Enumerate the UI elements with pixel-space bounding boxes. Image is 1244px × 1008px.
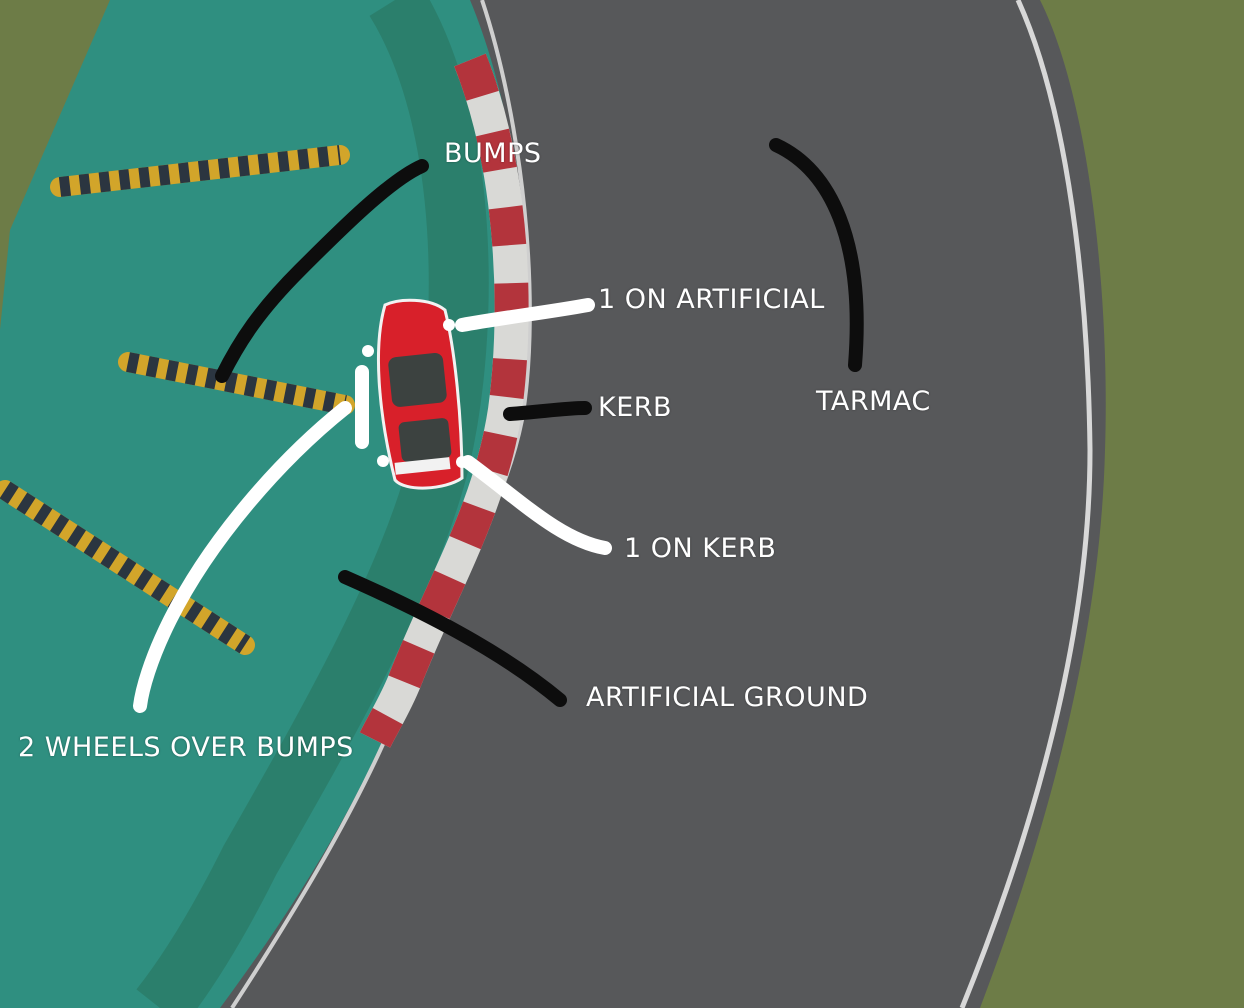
bump-strips — [0, 145, 355, 655]
white-pointer-strokes — [133, 298, 612, 713]
label-two-wheels-over-bumps: 2 WHEELS OVER BUMPS — [18, 732, 354, 763]
label-one-on-kerb: 1 ON KERB — [624, 533, 777, 564]
label-tarmac: TARMAC — [816, 386, 931, 417]
label-one-on-artificial: 1 ON ARTIFICIAL — [598, 284, 825, 315]
runoff-strip — [136, 0, 489, 1008]
artificial-ground-area — [0, 0, 528, 1008]
label-bumps: BUMPS — [444, 138, 542, 169]
tarmac-area — [220, 0, 1106, 1008]
black-pointer-strokes — [215, 138, 864, 707]
label-kerb: KERB — [598, 392, 673, 423]
label-artificial-ground: ARTIFICIAL GROUND — [586, 682, 869, 713]
race-car — [376, 298, 464, 490]
track-edge-line — [959, 0, 1093, 1008]
